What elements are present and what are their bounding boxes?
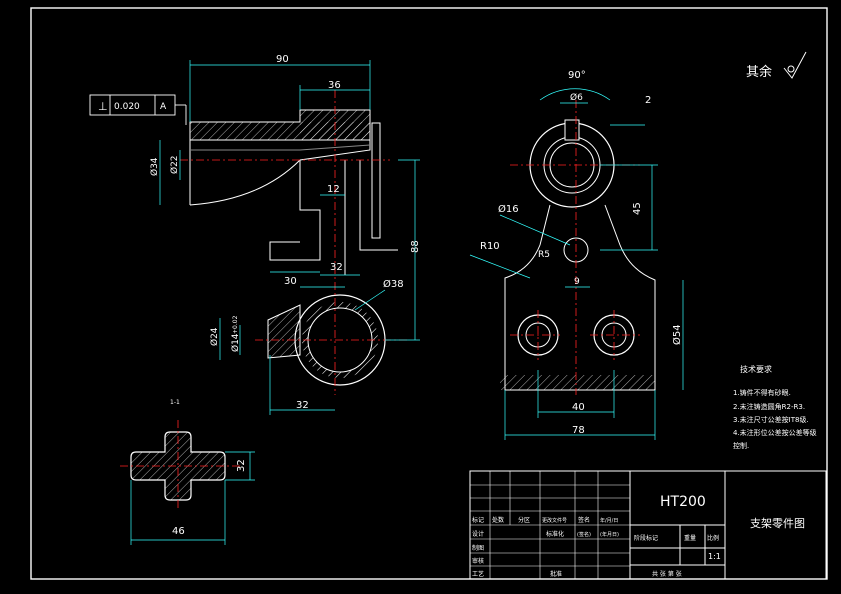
side-view — [469, 88, 684, 440]
section-label: 1-1 — [170, 399, 180, 406]
dim-36: 36 — [328, 80, 341, 91]
tb-scale: 比例 — [707, 534, 719, 542]
tb-design: 设计 — [472, 530, 484, 538]
frame-border — [30, 7, 828, 580]
roughness-icon — [783, 51, 807, 79]
dim-12: 12 — [327, 184, 340, 195]
tech-title: 技术要求 — [740, 364, 772, 374]
tb-h1: 标记 — [472, 516, 484, 524]
tb-date: (年月日) — [600, 531, 619, 538]
material-label: HT200 — [660, 494, 706, 510]
tech-item-5: 控制. — [733, 441, 749, 450]
tech-item-2: 2.未注铸造圆角R2-R3. — [733, 402, 805, 411]
dim-46: 46 — [172, 526, 185, 537]
dim-22: Ø22 — [169, 155, 180, 174]
dim-90: 90 — [276, 54, 289, 65]
tb-h5: 签名 — [578, 516, 590, 524]
dim-2: 2 — [645, 95, 651, 106]
tol-datum: A — [160, 102, 167, 112]
dim-14-tol: +0.02 — [232, 315, 239, 334]
dim-32-section: 32 — [236, 459, 247, 472]
tech-item-4: 4.未注形位公差按公差等级 — [733, 428, 817, 437]
tb-draw: 制图 — [472, 544, 484, 552]
tb-stage: 阶段标记 — [634, 534, 658, 542]
tb-approve: 批准 — [550, 570, 562, 578]
dim-88: 88 — [410, 240, 421, 253]
tb-weight: 重量 — [684, 534, 696, 542]
tb-sign: (签名) — [577, 531, 591, 538]
tb-scale-val: 1:1 — [708, 552, 721, 561]
dim-9: 9 — [574, 277, 580, 287]
dim-32-bottom: 32 — [296, 400, 309, 411]
tb-sheets: 共 张 第 张 — [652, 570, 682, 578]
dim-6: Ø6 — [570, 92, 583, 103]
roughness-circle — [787, 65, 795, 73]
cross-section — [130, 431, 226, 501]
tech-item-1: 1.铸件不得有砂眼. — [733, 388, 791, 397]
front-view — [89, 60, 420, 415]
dim-32-top: 32 — [330, 262, 343, 273]
tol-symbol: ⊥ — [98, 100, 108, 113]
dim-24: Ø24 — [209, 327, 220, 346]
dim-78: 78 — [572, 425, 585, 436]
dim-r10: R10 — [480, 241, 500, 252]
roughness-note: 其余 — [746, 64, 772, 80]
dim-90deg: 90° — [568, 70, 586, 81]
dim-54: Ø54 — [671, 324, 683, 345]
tb-h4: 更改文件号 — [542, 517, 567, 524]
tb-h3: 分区 — [518, 516, 530, 524]
tol-value: 0.020 — [114, 102, 140, 112]
tb-std: 标准化 — [546, 530, 564, 538]
tb-h6: 年/月/日 — [600, 517, 618, 524]
dim-34: Ø34 — [149, 157, 160, 176]
dim-38: Ø38 — [383, 278, 404, 290]
tb-h2: 处数 — [492, 516, 504, 524]
dim-45: 45 — [632, 202, 643, 215]
title-block — [469, 470, 827, 580]
dim-r5: R5 — [538, 250, 550, 260]
dim-30: 30 — [284, 276, 297, 287]
dim-14: Ø14 — [230, 333, 241, 352]
tb-review: 审核 — [472, 557, 484, 565]
dim-16: Ø16 — [498, 203, 519, 215]
tb-craft: 工艺 — [472, 570, 484, 578]
part-title: 支架零件图 — [750, 517, 805, 530]
dim-40: 40 — [572, 402, 585, 413]
tech-item-3: 3.未注尺寸公差按IT8级. — [733, 415, 809, 424]
